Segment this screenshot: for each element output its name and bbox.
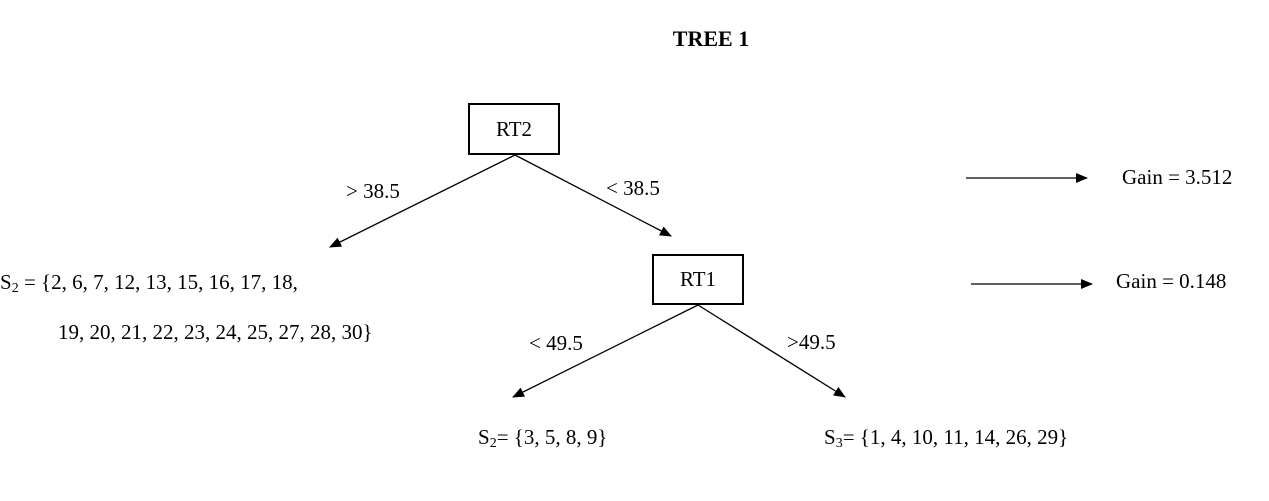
root-node: RT2 (468, 103, 560, 155)
edge-root-left (329, 154, 516, 248)
leaf-left-subscript: 2 (11, 281, 19, 296)
child-node: RT1 (652, 254, 744, 305)
diagram-title: TREE 1 (672, 26, 750, 51)
gain-level2: Gain = 0.148 (1116, 269, 1227, 293)
edge-child-right (697, 304, 846, 398)
leaf-left-line2: 19, 20, 21, 22, 23, 24, 25, 27, 28, 30} (58, 320, 373, 344)
leaf-bottom-left-set-letter: S (478, 425, 490, 449)
leaf-bottom-right-set-letter: S (824, 425, 836, 449)
edge-label-root-left: > 38.5 (346, 179, 400, 203)
edge-child-left (512, 304, 699, 398)
gain-level1: Gain = 3.512 (1122, 165, 1233, 189)
leaf-bottom-right: S3= {1, 4, 10, 11, 14, 26, 29} (824, 425, 1068, 452)
leaf-bottom-right-subscript: 3 (835, 436, 843, 451)
leaf-bottom-right-members: = {1, 4, 10, 11, 14, 26, 29} (842, 425, 1069, 449)
leaf-left-set-letter: S (0, 270, 12, 294)
leaf-left-line1: S2 = {2, 6, 7, 12, 13, 15, 16, 17, 18, (0, 270, 298, 297)
leaf-bottom-left: S2= {3, 5, 8, 9} (478, 425, 607, 452)
leaf-left-members-1: = {2, 6, 7, 12, 13, 15, 16, 17, 18, (18, 270, 298, 294)
leaf-bottom-left-members: = {3, 5, 8, 9} (496, 425, 608, 449)
edge-root-right (514, 154, 672, 237)
child-node-label: RT1 (679, 267, 717, 291)
leaf-bottom-left-subscript: 2 (489, 436, 497, 451)
edge-label-child-left: < 49.5 (529, 331, 583, 355)
root-node-label: RT2 (495, 116, 533, 141)
edge-label-child-right: >49.5 (787, 330, 836, 354)
edge-label-root-right: < 38.5 (606, 176, 660, 200)
